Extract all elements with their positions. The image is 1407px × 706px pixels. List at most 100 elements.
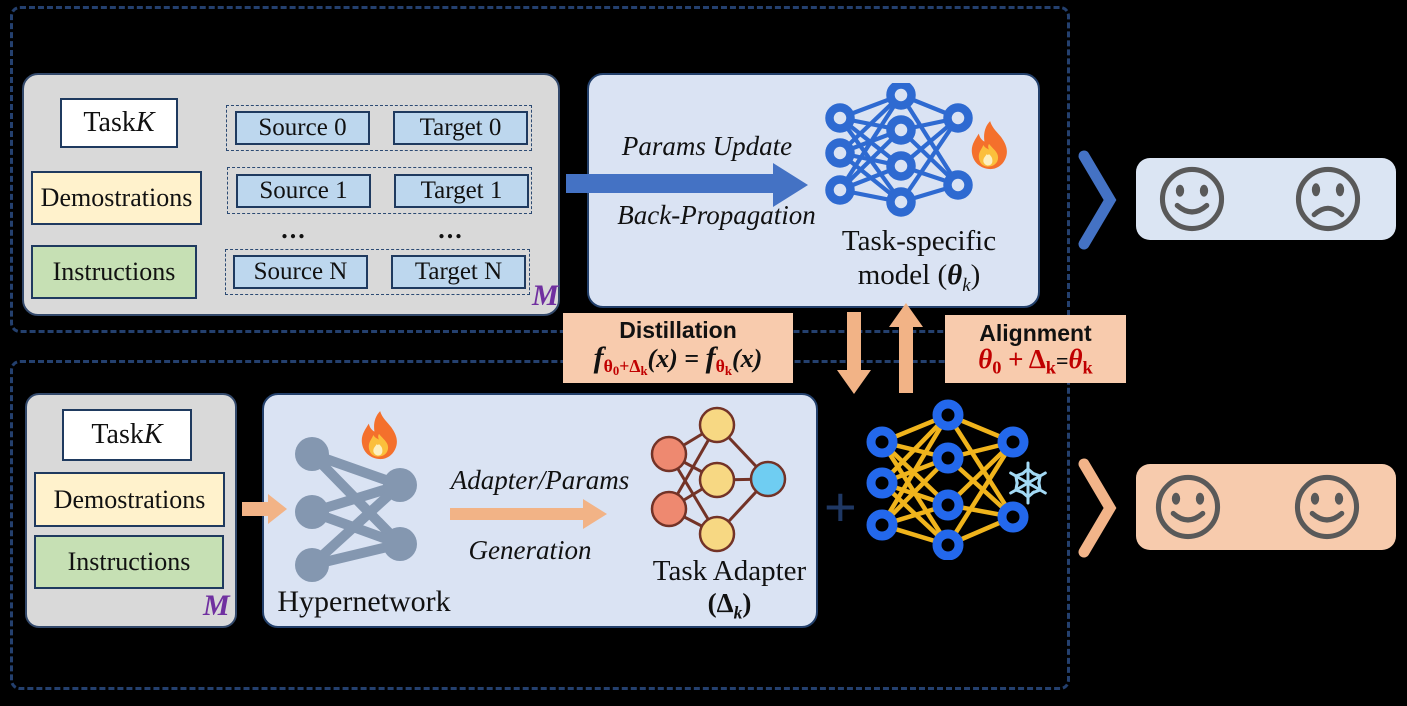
arg1: (x) <box>647 344 678 374</box>
demonstrations-box-bottom: Demostrations <box>34 472 225 527</box>
align-thetak: θ <box>1068 344 1083 375</box>
alignment-box: Alignment θ0 + Δk=θk <box>945 315 1126 383</box>
theta-symbol: θ <box>947 259 963 291</box>
fire-icon-hypernetwork <box>361 411 397 460</box>
happy-face-icon-1 <box>1155 474 1221 540</box>
adapter-paren-open: ( <box>707 588 717 618</box>
sad-face-icon <box>1295 166 1361 232</box>
align-plus: + <box>1001 344 1029 375</box>
task-specific-network-icon <box>825 83 973 217</box>
model-caption-line1: Task-specific <box>841 225 997 257</box>
model-caption-post: ) <box>970 259 981 291</box>
distillation-formula: fθ0+Δk(x) = fθk(x) <box>594 343 763 378</box>
task-var-bottom: K <box>143 419 163 450</box>
params-update-label: Params Update <box>621 131 793 161</box>
generation-label: Generation <box>468 535 592 565</box>
theta-sub-k: k <box>962 274 971 296</box>
distillation-box: Distillation fθ0+Δk(x) = fθk(x) <box>563 313 793 383</box>
source-0-box: Source 0 <box>235 111 370 145</box>
target-1-label: Target 1 <box>420 177 503 204</box>
f1: f <box>593 341 604 375</box>
frozen-base-model-icon <box>866 399 1029 560</box>
sub1-plus: + <box>619 356 630 377</box>
target-n-label: Target N <box>414 258 503 285</box>
align-delta: Δ <box>1028 344 1046 375</box>
demonstrations-box: Demostrations <box>31 171 202 225</box>
snowflake-icon <box>1009 461 1047 505</box>
task-label: Task <box>83 107 136 138</box>
task-adapter-icon <box>650 406 787 553</box>
equals-1: = <box>677 344 706 374</box>
align-subk1: k <box>1045 357 1056 378</box>
fire-icon <box>971 121 1007 170</box>
top-output-panel <box>1136 158 1396 240</box>
ellipsis-source: ... <box>281 215 307 244</box>
sub2-k: k <box>724 364 732 379</box>
instructions-box-bottom: Instructions <box>34 535 224 589</box>
demonstrations-label-bottom: Demostrations <box>53 484 206 514</box>
model-caption-pre: model ( <box>857 259 948 291</box>
model-caption-line2: model (θk) <box>824 259 1014 296</box>
align-theta0: θ <box>978 344 993 375</box>
task-k-box: Task K <box>60 98 178 148</box>
source-1-box: Source 1 <box>236 174 371 208</box>
source-1-label: Source 1 <box>259 177 348 204</box>
instructions-label: Instructions <box>52 257 176 286</box>
adapter-params-label: Adapter/Params <box>450 465 630 495</box>
align-equals: = <box>1055 348 1069 374</box>
generation-arrow <box>450 499 607 529</box>
pair-row-0: Source 0 Target 0 <box>226 105 532 151</box>
top-task-data-panel: Task K Demostrations Instructions Source… <box>22 73 560 316</box>
task-label-bottom: Task <box>91 419 144 450</box>
sub1-theta: θ <box>603 356 613 377</box>
target-n-box: Target N <box>391 255 526 289</box>
adapter-sub-k: k <box>733 602 743 623</box>
alignment-formula: θ0 + Δk=θk <box>978 346 1093 377</box>
align-subk2: k <box>1082 357 1093 378</box>
source-n-box: Source N <box>233 255 368 289</box>
pair-row-1: Source 1 Target 1 <box>227 167 532 214</box>
params-update-arrow <box>566 163 808 207</box>
happy-face-icon-2 <box>1294 474 1360 540</box>
arg2: (x) <box>731 344 763 374</box>
alignment-title: Alignment <box>979 319 1092 346</box>
back-propagation-label: Back-Propagation <box>617 200 816 230</box>
source-0-label: Source 0 <box>258 114 347 141</box>
pair-row-n: Source N Target N <box>225 249 530 295</box>
top-pipeline-frame <box>10 6 1070 333</box>
target-0-box: Target 0 <box>393 111 528 145</box>
num-tasks-label-bottom: M <box>203 589 230 622</box>
hypernetwork-panel: Hypernetwork Adapter/Params Generation T… <box>262 393 818 628</box>
task-adapter-label-line2: (Δk) <box>637 588 822 623</box>
instructions-box: Instructions <box>31 245 197 299</box>
adapter-delta: Δ <box>716 588 734 618</box>
plus-operator: + <box>824 475 857 538</box>
sub1-delta: Δ <box>629 356 641 377</box>
happy-face-icon <box>1159 166 1225 232</box>
adapter-paren-close: ) <box>742 588 752 618</box>
task-adapter-label-line1: Task Adapter <box>652 555 807 587</box>
student-to-teacher-arrow <box>889 303 923 393</box>
sub1-zero: 0 <box>612 364 620 379</box>
hypernetwork-icon <box>295 437 417 582</box>
target-1-box: Target 1 <box>394 174 529 208</box>
ellipsis-target: ... <box>438 215 464 244</box>
distillation-title: Distillation <box>619 316 737 343</box>
demonstrations-label: Demostrations <box>40 183 193 212</box>
sub2-theta: θ <box>715 356 725 377</box>
task-k-box-bottom: Task K <box>62 409 192 461</box>
source-n-label: Source N <box>253 258 348 285</box>
hypernetwork-label: Hypernetwork <box>277 585 451 618</box>
target-0-label: Target 0 <box>419 114 502 141</box>
task-var: K <box>135 107 155 138</box>
sub1-k: k <box>640 364 648 379</box>
bottom-pipeline-frame <box>10 360 1070 690</box>
align-sub0: 0 <box>992 357 1002 378</box>
teacher-to-student-arrow <box>837 312 871 394</box>
num-tasks-label-top: M <box>532 279 559 312</box>
instructions-label-bottom: Instructions <box>67 547 191 576</box>
bottom-task-data-panel: Task K Demostrations Instructions M <box>25 393 237 628</box>
chevron-right-icon-top <box>1078 150 1117 250</box>
bottom-output-panel <box>1136 464 1396 550</box>
